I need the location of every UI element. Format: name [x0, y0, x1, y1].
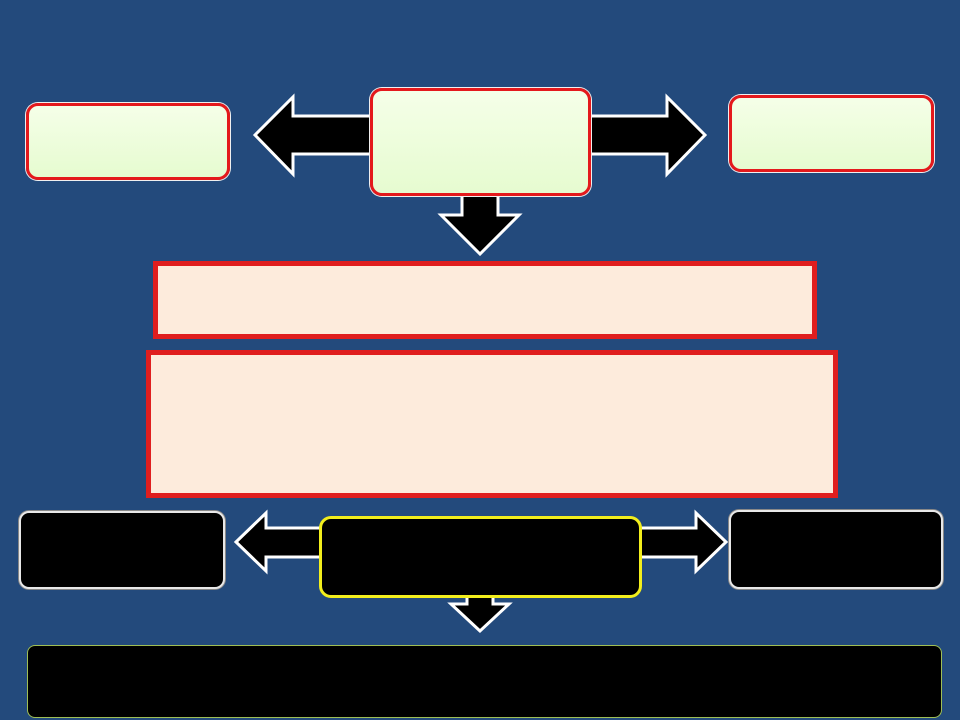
bottom-center-box	[319, 516, 642, 598]
top-right-box-text	[732, 98, 931, 169]
top-left-box	[26, 103, 230, 180]
arrow-left-top	[252, 93, 377, 178]
bottom-left-box-text	[21, 513, 223, 587]
top-right-box	[729, 95, 934, 172]
middle-box-1-text	[158, 266, 812, 334]
top-center-box	[370, 88, 591, 196]
bottom-right-box-text	[731, 512, 941, 587]
middle-box-2-text	[151, 355, 833, 493]
bottom-left-box	[19, 511, 225, 589]
top-center-box-text	[373, 91, 588, 193]
middle-box-2	[146, 350, 838, 498]
bottom-right-box	[729, 510, 943, 589]
middle-box-1	[153, 261, 817, 339]
arrow-down-top	[437, 193, 523, 257]
arrow-right-bottom	[636, 509, 729, 575]
arrow-right-top	[586, 93, 708, 178]
footer-box	[27, 645, 942, 718]
top-left-box-text	[29, 106, 227, 177]
arrow-left-bottom	[233, 509, 326, 575]
arrow-down-bottom	[447, 594, 513, 634]
footer-box-text	[28, 646, 941, 717]
bottom-center-box-text	[322, 519, 639, 595]
